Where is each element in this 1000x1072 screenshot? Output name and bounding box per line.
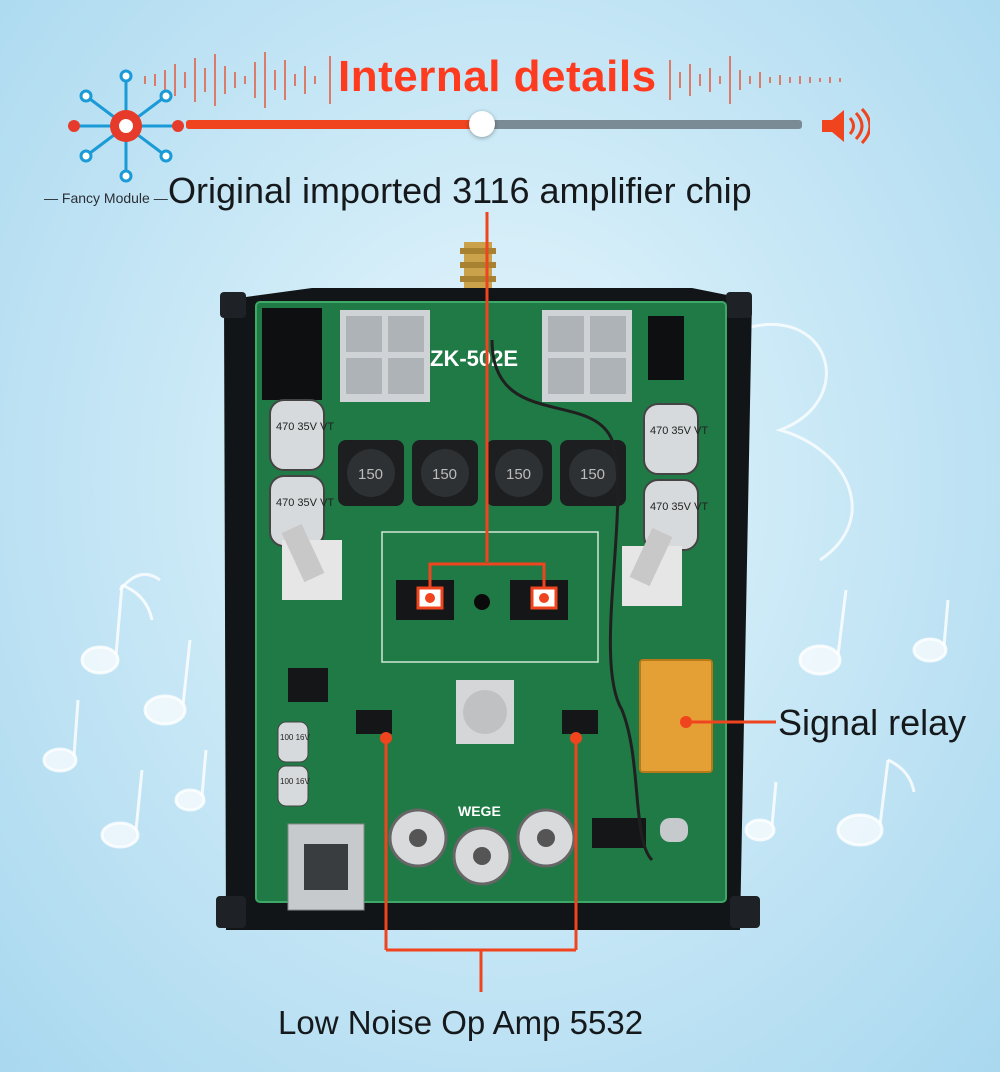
music-notes-left <box>42 583 208 849</box>
speaker-volume-icon[interactable] <box>818 108 870 144</box>
svg-text:470 35V VT: 470 35V VT <box>276 421 334 433</box>
potentiometer-left <box>281 523 342 600</box>
op-amp-left <box>356 710 392 734</box>
potentiometer-center <box>456 680 514 744</box>
svg-text:470 35V VT: 470 35V VT <box>276 497 334 509</box>
logo-text: — Fancy Module — <box>44 190 168 206</box>
annotation-relay-label: Signal relay <box>778 702 967 743</box>
svg-text:150: 150 <box>506 466 531 483</box>
annotation-chip-label: Original imported 3116 amplifier chip <box>168 170 752 211</box>
op-amp-right <box>562 710 598 734</box>
progress-fill <box>186 120 482 129</box>
svg-text:150: 150 <box>358 466 383 483</box>
amplifier-board-photo: ZK-502E 470 35V VT 470 35V VT 470 35V VT… <box>216 242 760 930</box>
speaker-terminal-left <box>340 310 430 402</box>
waveform-decoration <box>144 52 841 108</box>
signal-relay-component <box>639 659 713 773</box>
rca-jacks <box>388 808 576 886</box>
svg-text:150: 150 <box>580 466 605 483</box>
inductors: 150 150 150 150 <box>338 440 626 506</box>
svg-text:100 16V: 100 16V <box>280 733 310 742</box>
svg-text:470 35V VT: 470 35V VT <box>650 425 708 437</box>
progress-thumb[interactable] <box>468 111 495 137</box>
svg-text:470 35V VT: 470 35V VT <box>650 501 708 513</box>
svg-text:150: 150 <box>432 466 457 483</box>
small-capacitors: 100 16V 100 16V <box>277 721 310 807</box>
svg-text:100 16V: 100 16V <box>280 777 310 786</box>
progress-slider[interactable] <box>186 111 802 137</box>
annotation-opamp-label: Low Noise Op Amp 5532 <box>278 1004 644 1041</box>
speaker-terminal-right <box>542 310 632 402</box>
board-brand-label: WEGE <box>458 803 501 819</box>
potentiometer-right <box>622 527 682 606</box>
board-model-label: ZK-502E <box>430 346 518 371</box>
circuit-node-logo-icon <box>68 69 184 183</box>
music-notes-right <box>744 589 950 847</box>
page-title: Internal details <box>338 52 657 101</box>
